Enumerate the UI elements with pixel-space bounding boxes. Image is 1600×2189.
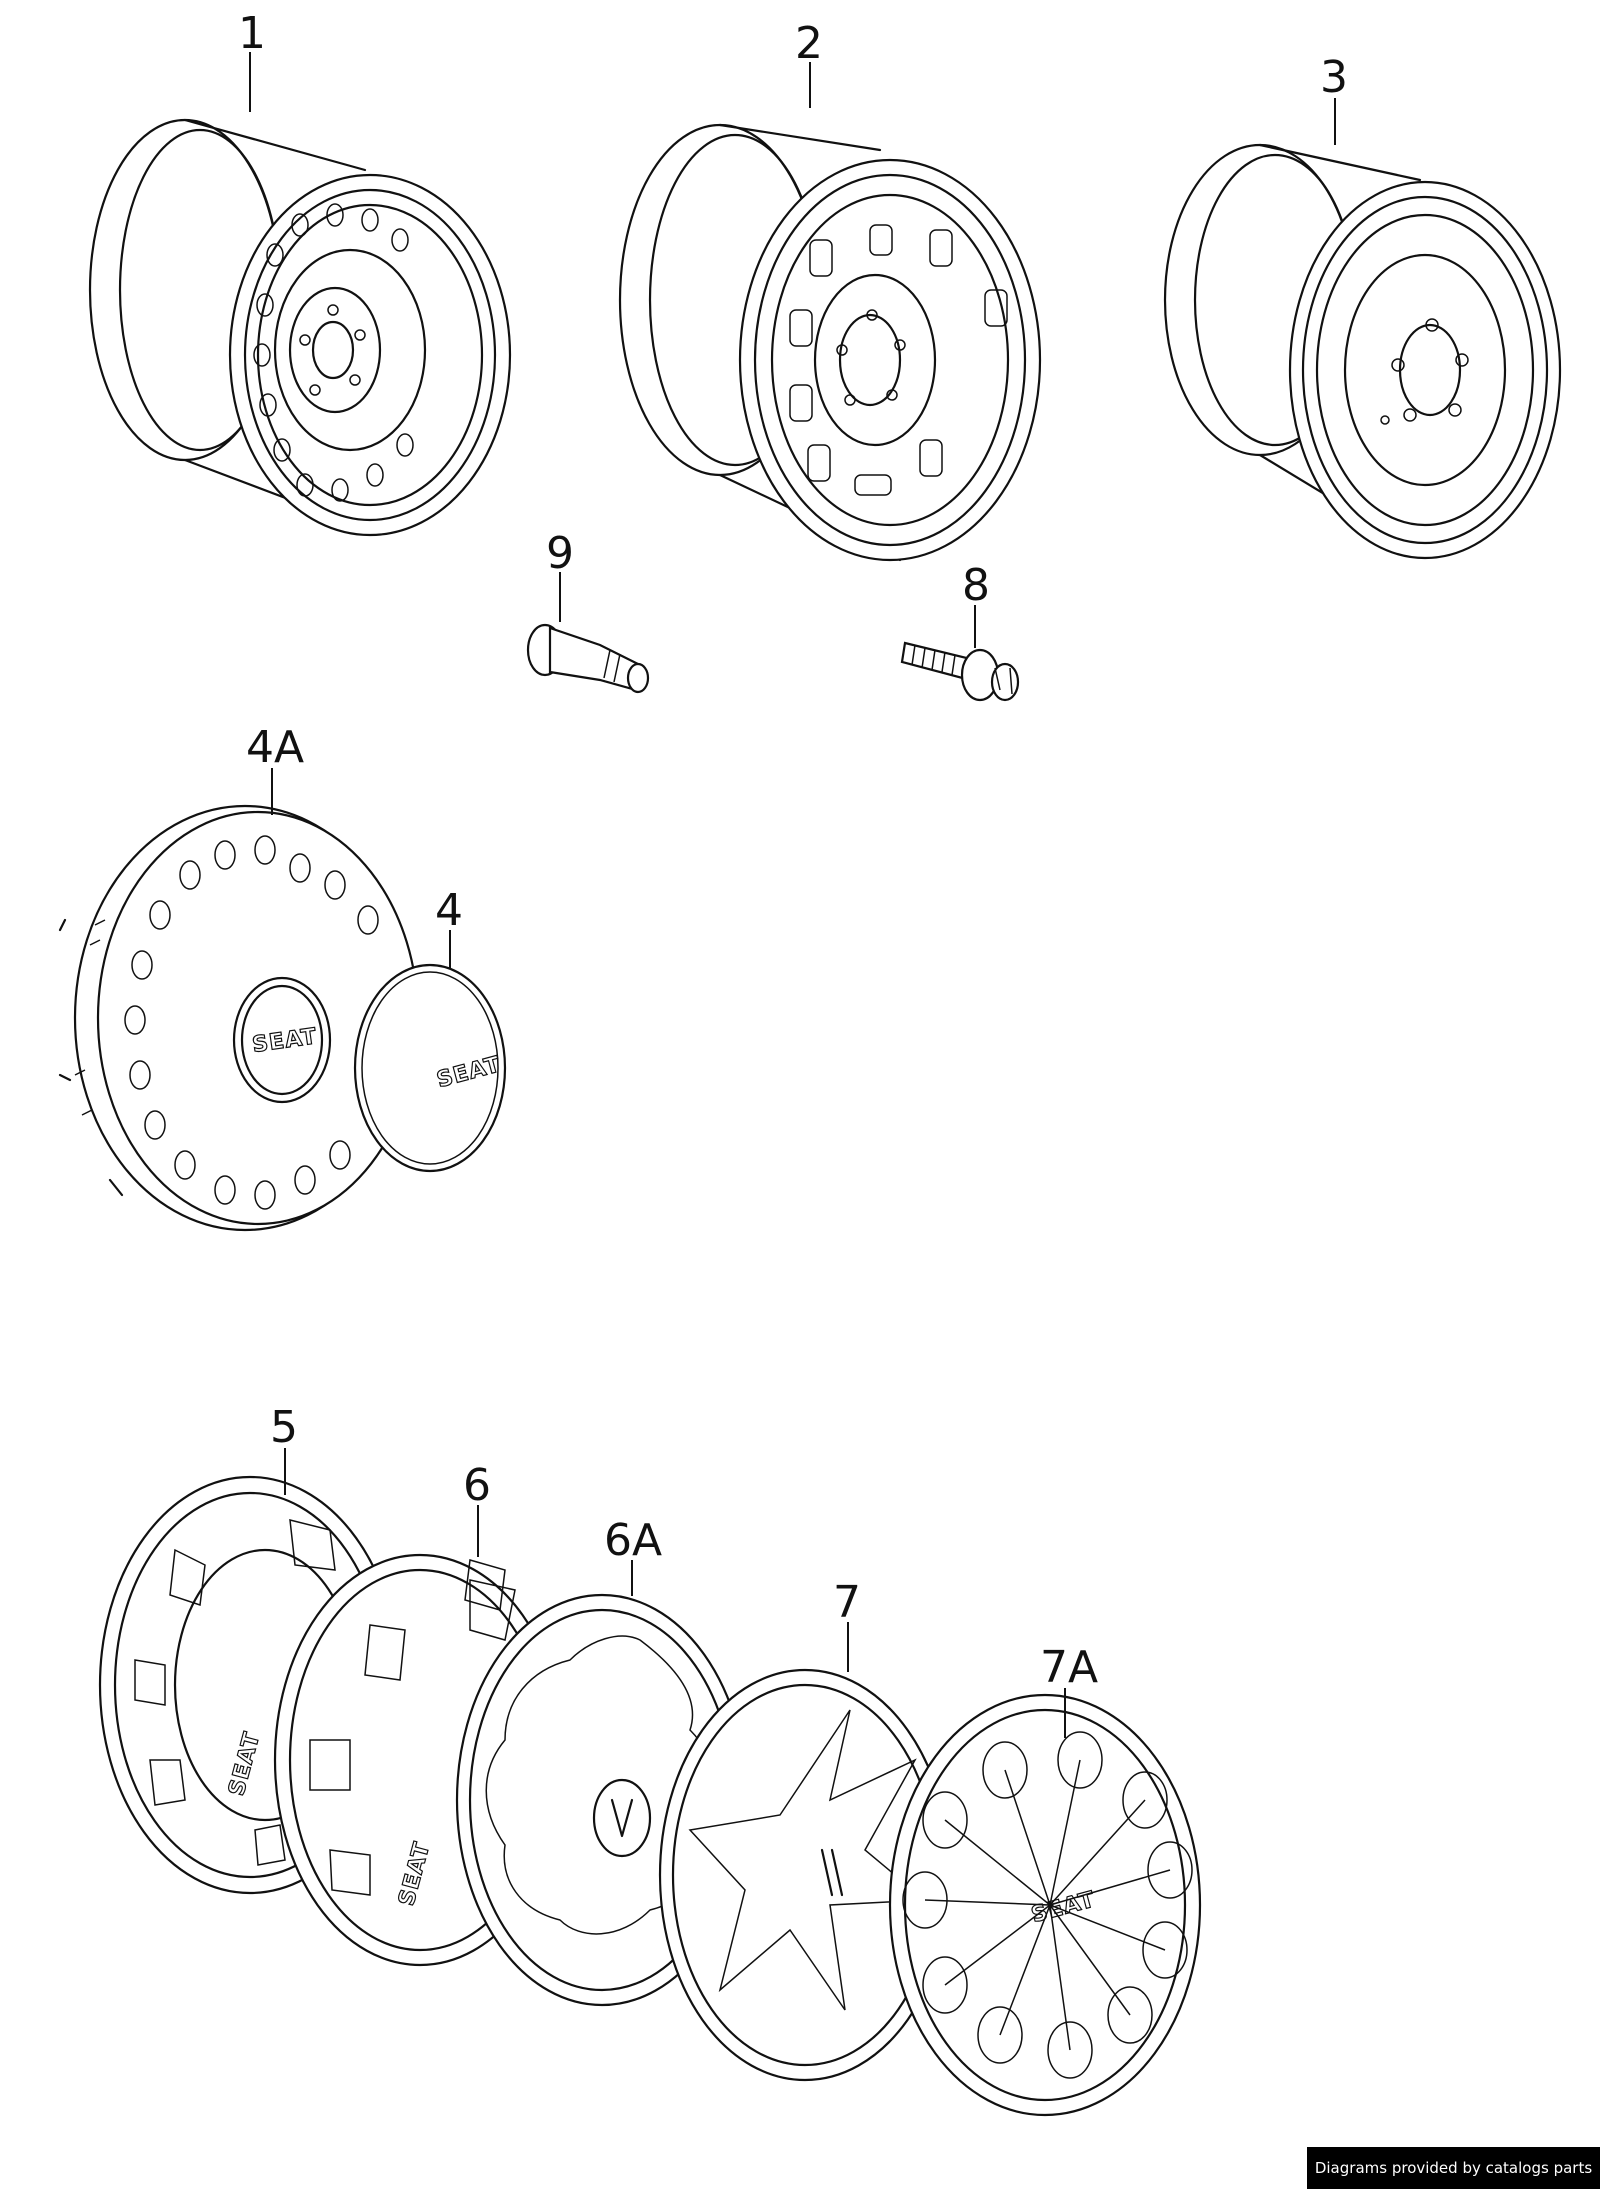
- part-2-steel-wheel: [618, 123, 1042, 562]
- callout-6a: 6A: [604, 1515, 662, 1566]
- callout-7: 7: [833, 1577, 861, 1628]
- part-3-steel-wheel: [1163, 143, 1562, 560]
- callout-1: 1: [238, 8, 266, 59]
- part-4a-wheel-trim: SEAT: [58, 804, 420, 1232]
- part-7a-ring-holes: [902, 1731, 1193, 2079]
- callout-9: 9: [546, 528, 574, 579]
- part-4-centre-cap: SEAT: [353, 963, 507, 1173]
- part-1-bolt-holes: [299, 304, 366, 396]
- part-2-slots: [789, 224, 1008, 496]
- callout-7a: 7A: [1040, 1642, 1098, 1693]
- callout-4: 4: [435, 885, 463, 936]
- part-6-vents: [309, 1559, 516, 1896]
- credit-badge: Diagrams provided by catalogs parts: [1307, 2147, 1600, 2189]
- part-7-emblem: [820, 1848, 844, 1897]
- callout-5: 5: [270, 1402, 298, 1453]
- part-3-bolt-holes: [1380, 318, 1469, 425]
- part-9-tyre-valve: [526, 623, 650, 694]
- callout-leaders: [249, 52, 1336, 1738]
- part-6a-emblem: [610, 1798, 634, 1838]
- part-4a-holes: [124, 835, 379, 1210]
- callout-4a: 4A: [246, 722, 304, 773]
- callout-8: 8: [962, 560, 990, 611]
- part-1-steel-wheel: [88, 118, 512, 537]
- part-1-holes: [253, 203, 414, 502]
- part-7a-wheel-cover: SEAT: [888, 1693, 1202, 2117]
- part-8-wheel-bolt: [900, 641, 1020, 702]
- callout-3: 3: [1320, 52, 1348, 103]
- callout-6: 6: [463, 1460, 491, 1511]
- callout-2: 2: [795, 18, 823, 69]
- part-5-windows: [134, 1519, 336, 1866]
- part-2-bolt-holes: [836, 309, 906, 406]
